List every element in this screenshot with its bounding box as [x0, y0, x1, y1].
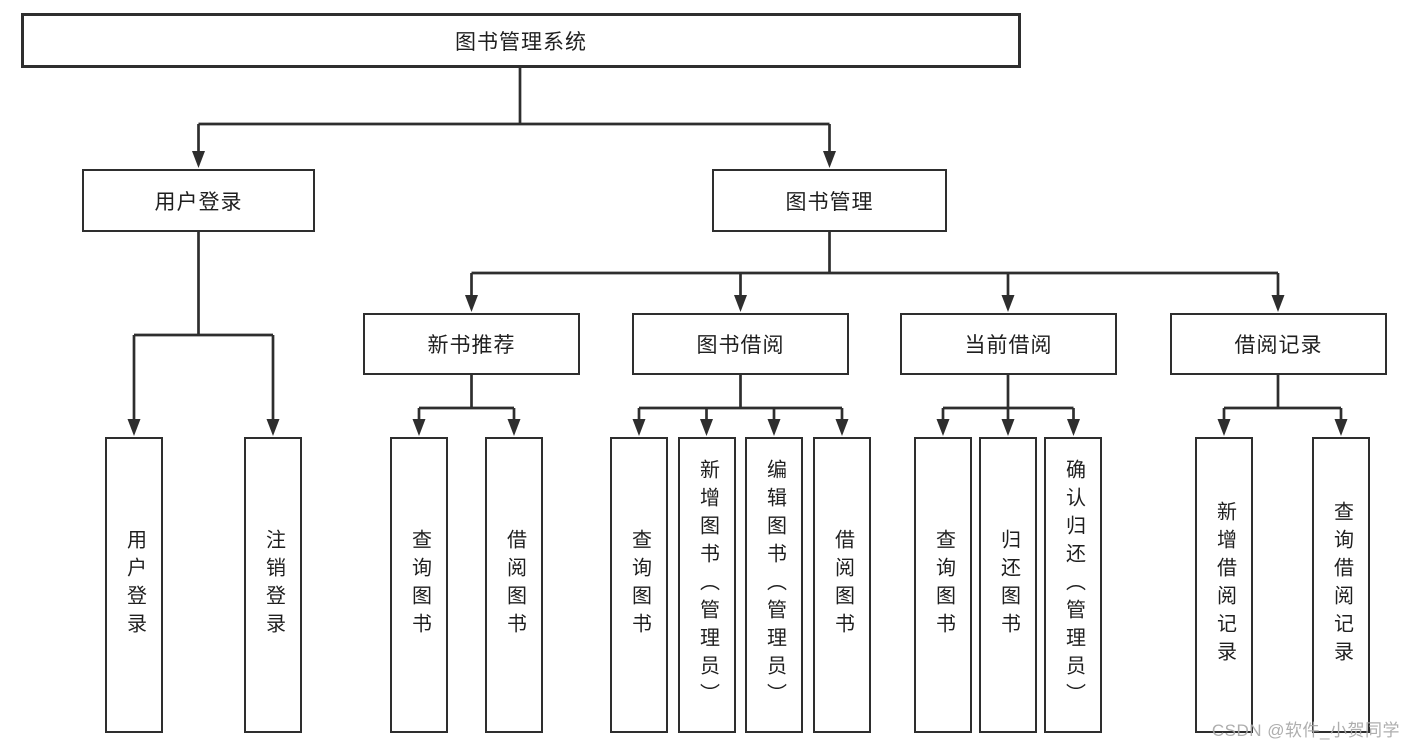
section-current-borrow-label: 当前借阅 [964, 334, 1053, 357]
section-borrow-records: 借阅记录 [1170, 313, 1387, 375]
leaf-current-query-books: 查询图书 [914, 437, 972, 733]
leaf-recommend-borrow-books-label: 借阅图书 [503, 529, 526, 641]
branch-book-management-label: 图书管理 [785, 190, 874, 214]
leaf-current-query-books-label: 查询图书 [932, 529, 955, 641]
leaf-borrow-borrow-books-label: 借阅图书 [831, 529, 854, 641]
leaf-recommend-query-books-label: 查询图书 [408, 529, 431, 641]
leaf-borrow-edit-books-admin-label: 编辑图书（管理员） [763, 459, 786, 711]
section-new-book-recommend: 新书推荐 [363, 313, 580, 375]
leaf-borrow-borrow-books: 借阅图书 [813, 437, 871, 733]
section-new-book-recommend-label: 新书推荐 [427, 334, 516, 357]
leaf-borrow-add-books-admin-label: 新增图书（管理员） [696, 459, 719, 711]
branch-book-management: 图书管理 [712, 169, 947, 232]
leaf-records-query-record-label: 查询借阅记录 [1330, 501, 1353, 669]
leaf-borrow-query-books-label: 查询图书 [628, 529, 651, 641]
leaf-current-return-books-label: 归还图书 [997, 529, 1020, 641]
leaf-records-add-record-label: 新增借阅记录 [1213, 501, 1236, 669]
branch-user-login-label: 用户登录 [154, 190, 243, 214]
section-book-borrow: 图书借阅 [632, 313, 849, 375]
root-node-label: 图书管理系统 [455, 30, 587, 54]
arrowheads [127, 151, 1348, 436]
leaf-current-confirm-return-admin-label: 确认归还（管理员） [1062, 459, 1085, 711]
section-current-borrow: 当前借阅 [900, 313, 1117, 375]
leaf-user-login: 用户登录 [105, 437, 163, 733]
leaf-records-query-record: 查询借阅记录 [1312, 437, 1370, 733]
leaf-logout: 注销登录 [244, 437, 302, 733]
section-book-borrow-label: 图书借阅 [696, 334, 785, 357]
leaf-user-login-label: 用户登录 [123, 529, 146, 641]
leaf-current-confirm-return-admin: 确认归还（管理员） [1044, 437, 1102, 733]
leaf-recommend-query-books: 查询图书 [390, 437, 448, 733]
leaf-recommend-borrow-books: 借阅图书 [485, 437, 543, 733]
leaf-borrow-edit-books-admin: 编辑图书（管理员） [745, 437, 803, 733]
leaf-logout-label: 注销登录 [262, 529, 285, 641]
leaf-borrow-add-books-admin: 新增图书（管理员） [678, 437, 736, 733]
section-borrow-records-label: 借阅记录 [1234, 334, 1323, 357]
root-node: 图书管理系统 [21, 13, 1021, 68]
leaf-records-add-record: 新增借阅记录 [1195, 437, 1253, 733]
branch-user-login: 用户登录 [82, 169, 315, 232]
leaf-borrow-query-books: 查询图书 [610, 437, 668, 733]
csdn-watermark: CSDN @软件_小贺同学 [1211, 721, 1400, 740]
leaf-current-return-books: 归还图书 [979, 437, 1037, 733]
